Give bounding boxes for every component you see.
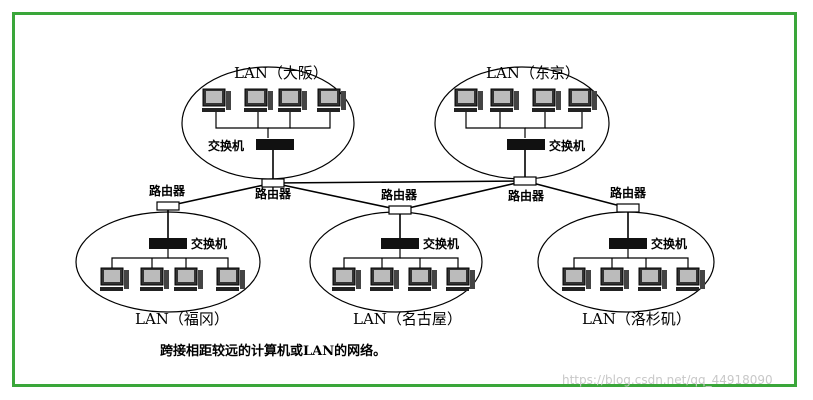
computer-icon bbox=[278, 88, 307, 112]
lan-sapporo: 交换机 LAN（洛杉矶） bbox=[562, 236, 705, 328]
lan-tokyo: 交换机 LAN（东京） bbox=[454, 64, 597, 153]
lan-label-fukuoka: LAN（福冈） bbox=[135, 310, 229, 328]
lan-label-nagoya: LAN（名古屋） bbox=[353, 310, 462, 328]
lan-ellipse-nagoya bbox=[309, 211, 483, 313]
wan-links bbox=[167, 150, 629, 238]
computer-icon bbox=[174, 267, 203, 291]
computer-icon bbox=[216, 267, 245, 291]
switch-label: 交换机 bbox=[549, 138, 585, 153]
switch-icon bbox=[507, 139, 545, 150]
switch-label: 交换机 bbox=[423, 236, 459, 251]
computer-icon bbox=[202, 88, 231, 112]
switch-icon bbox=[256, 139, 294, 150]
caption: 跨接相距较远的计算机或LAN的网络。 bbox=[160, 343, 386, 359]
computer-icon bbox=[600, 267, 629, 291]
lan-ellipse-fukuoka bbox=[75, 211, 261, 313]
router-label: 路由器 bbox=[381, 187, 418, 202]
router-icon bbox=[616, 203, 640, 213]
lan-nagoya: 交换机 LAN（名古屋） bbox=[332, 236, 475, 328]
lan-label-sapporo: LAN（洛杉矶） bbox=[582, 310, 691, 328]
switch-label: 交换机 bbox=[191, 236, 227, 251]
computer-icon bbox=[562, 267, 591, 291]
switch-label: 交换机 bbox=[651, 236, 687, 251]
lan-label-osaka: LAN（大阪） bbox=[234, 64, 328, 82]
computer-icon bbox=[140, 267, 169, 291]
router-icon bbox=[388, 205, 412, 215]
computer-icon bbox=[532, 88, 561, 112]
computer-icon bbox=[100, 267, 129, 291]
computer-icon bbox=[446, 267, 475, 291]
router-label: 路由器 bbox=[610, 185, 647, 200]
switch-icon bbox=[609, 238, 647, 249]
lan-ellipse-osaka bbox=[181, 66, 355, 180]
computer-icon bbox=[317, 88, 346, 112]
router-label: 路由器 bbox=[149, 183, 186, 198]
routers bbox=[156, 176, 640, 215]
lan-fukuoka: 交换机 LAN（福冈） bbox=[100, 236, 245, 328]
router-icon bbox=[156, 201, 180, 211]
computer-icon bbox=[568, 88, 597, 112]
computer-icon bbox=[490, 88, 519, 112]
computer-icon bbox=[638, 267, 667, 291]
router-icon bbox=[261, 178, 285, 188]
switch-icon bbox=[381, 238, 419, 249]
router-label: 路由器 bbox=[508, 188, 545, 203]
green-border bbox=[12, 12, 797, 387]
computer-icon bbox=[408, 267, 437, 291]
computer-icon bbox=[454, 88, 483, 112]
switch-label: 交换机 bbox=[208, 138, 244, 153]
computer-icon bbox=[332, 267, 361, 291]
computer-icon bbox=[676, 267, 705, 291]
lan-label-tokyo: LAN（东京） bbox=[486, 64, 580, 82]
computer-icon bbox=[370, 267, 399, 291]
switch-icon bbox=[149, 238, 187, 249]
lan-ellipse-tokyo bbox=[434, 66, 610, 180]
watermark: https://blog.csdn.net/qq_44918090 bbox=[562, 373, 773, 387]
router-icon bbox=[513, 176, 537, 186]
router-label: 路由器 bbox=[255, 186, 292, 201]
lan-osaka: 交换机 LAN（大阪） bbox=[202, 64, 346, 153]
computer-icon bbox=[244, 88, 273, 112]
